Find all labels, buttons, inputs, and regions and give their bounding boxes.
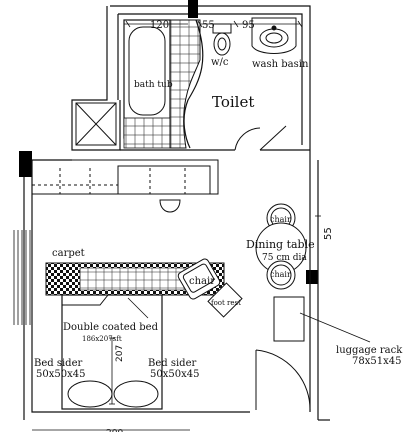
label-wc: w/c	[211, 57, 229, 68]
label-bed-sider-right: Bed sider	[148, 358, 196, 369]
armchair	[177, 258, 221, 300]
curved-partition	[183, 19, 204, 149]
dining-set	[255, 203, 307, 290]
label-chair-top: chair	[270, 215, 291, 224]
label-bath-tub: bath tub	[134, 80, 173, 90]
wall-column-left	[19, 151, 32, 177]
label-luggage-rack-size: 78x51x45	[352, 356, 401, 367]
foot-rest	[207, 282, 243, 318]
double-bed	[61, 294, 163, 410]
dim-207: 207	[115, 345, 125, 362]
label-luggage-rack: luggage rack	[336, 345, 403, 356]
wardrobe-counter	[31, 159, 219, 195]
wash-basin	[251, 17, 297, 54]
label-foot-rest: foot rest	[211, 299, 241, 307]
bath-tub	[123, 19, 185, 149]
label-bed-size: 186x207sft	[82, 335, 122, 343]
label-dining-table: Dining table	[246, 238, 315, 251]
side-dimension-line	[315, 215, 321, 270]
label-dining-size: 75 cm dia	[262, 253, 307, 263]
label-bed-sider-left-size: 50x50x45	[36, 369, 85, 380]
label-bed-sider-right-size: 50x50x45	[150, 369, 199, 380]
label-bed-sider-left: Bed sider	[34, 358, 82, 369]
counter-stool	[159, 199, 181, 213]
label-double-bed: Double coated bed	[63, 322, 159, 333]
pillow-left	[67, 380, 113, 408]
left-window	[13, 230, 31, 325]
toilet-door	[234, 125, 287, 151]
dim-55-top: 55	[202, 20, 215, 31]
pillow-right	[113, 380, 159, 408]
carpet-inner	[79, 267, 191, 291]
luggage-rack	[273, 296, 305, 342]
shower-tray	[75, 102, 117, 146]
wall-column-right	[306, 270, 318, 284]
dim-55-side: 55	[323, 227, 334, 240]
label-carpet: carpet	[52, 248, 85, 259]
dim-95: 95	[242, 20, 255, 31]
dim-120: 120	[150, 20, 169, 31]
luggage-leader	[299, 312, 371, 343]
label-chair: chair	[189, 276, 215, 287]
label-wash-basin: wash basin	[252, 59, 309, 70]
label-chair-bottom: chair	[270, 270, 291, 279]
top-dimension-line	[124, 20, 303, 28]
entry-door	[255, 349, 311, 413]
dim-200-bottom: 200	[106, 429, 123, 432]
wall-column-top	[188, 0, 198, 18]
wc-fixture	[212, 23, 232, 56]
tiled-partition	[169, 19, 201, 149]
label-toilet: Toilet	[212, 93, 254, 111]
toilet-walls	[71, 5, 311, 160]
